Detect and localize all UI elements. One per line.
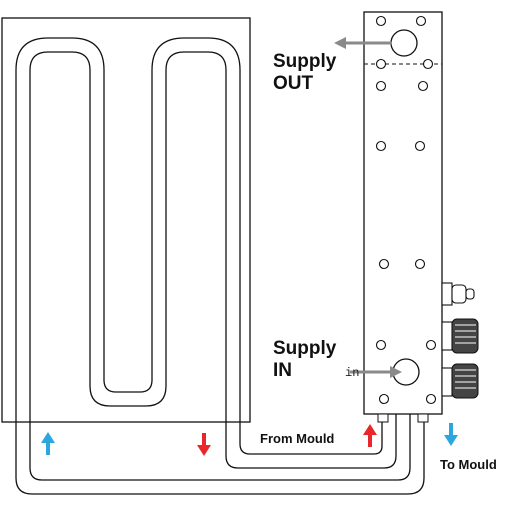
manifold-connection-pipes	[15, 410, 425, 495]
coupling-upper	[441, 318, 479, 354]
to-mould-label: To Mould	[440, 457, 497, 472]
supply-in-label: Supply IN	[273, 338, 336, 382]
manifold-bolt-holes	[375, 15, 437, 405]
supply-in-tag: in	[345, 366, 360, 380]
mould-plate	[1, 17, 251, 423]
manifold-outlet-right	[417, 413, 429, 423]
plug-coupling	[441, 282, 475, 306]
cooling-channel	[15, 37, 241, 434]
arrow-down-icon	[197, 433, 211, 456]
manifold-body	[363, 11, 443, 415]
supply-in-label-line1: Supply	[273, 338, 337, 359]
supply-out-label-line2: OUT	[273, 73, 314, 94]
arrow-down-icon	[444, 423, 458, 446]
supply-out-label-line1: Supply	[273, 51, 337, 72]
arrow-up-icon	[41, 432, 55, 455]
arrow-up-icon	[363, 424, 377, 447]
coupling-lower	[441, 363, 479, 399]
side-couplings	[441, 282, 479, 399]
pointer-arrow-icon	[334, 37, 392, 49]
supply-out-label: Supply OUT	[273, 51, 336, 95]
supply-in-label-line2: IN	[273, 360, 292, 381]
from-mould-label: From Mould	[260, 431, 335, 446]
pointer-arrow-icon	[350, 366, 402, 378]
supply-out-port	[390, 29, 418, 57]
manifold	[363, 11, 443, 423]
manifold-outlet-left	[377, 413, 389, 423]
